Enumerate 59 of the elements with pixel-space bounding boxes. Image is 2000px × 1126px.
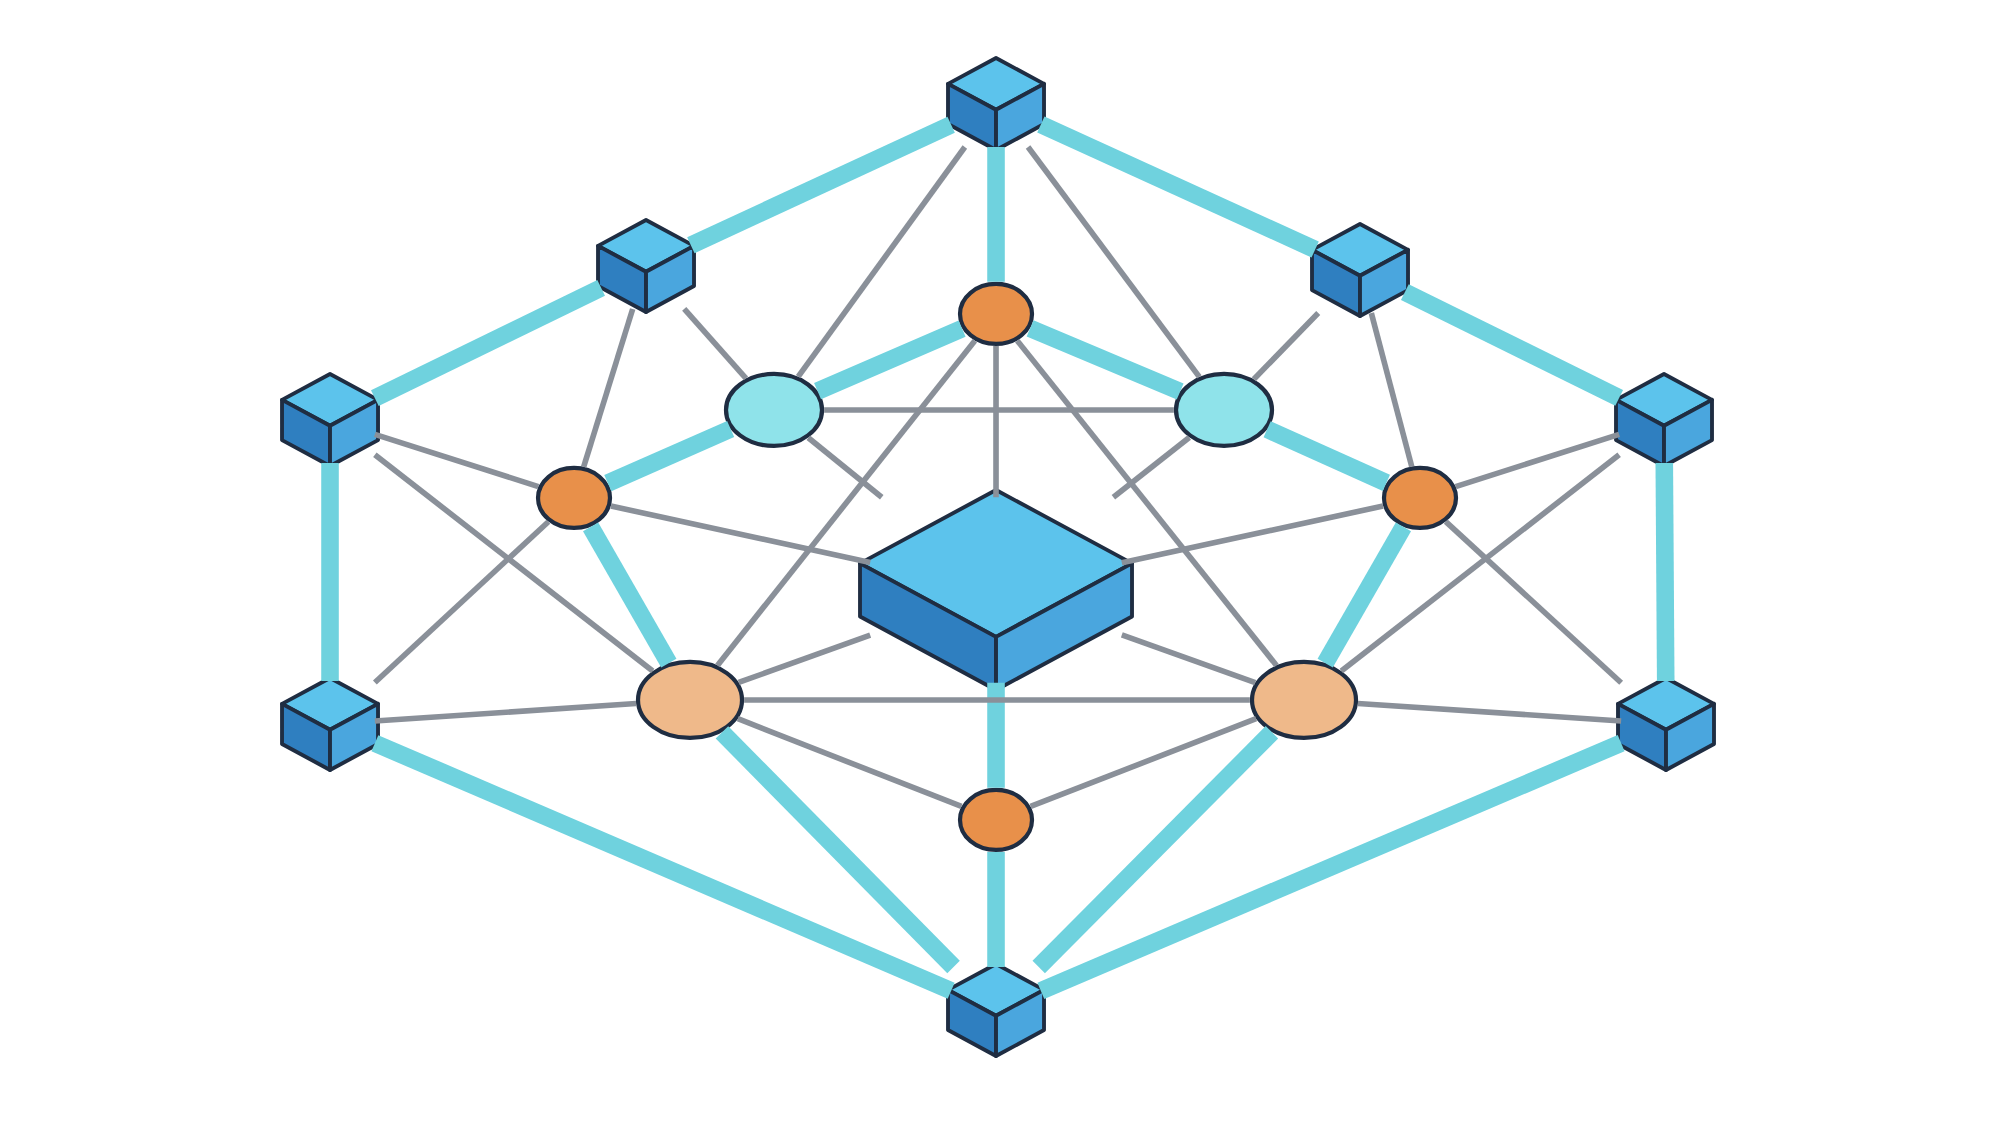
- line-connector: [1339, 452, 1621, 674]
- circle-node: [1173, 371, 1275, 449]
- line-connector: [1111, 435, 1191, 500]
- pipe-connector: [814, 320, 966, 400]
- line-connector: [610, 503, 871, 566]
- line-connector: [824, 407, 1174, 413]
- pipe-connector: [371, 735, 955, 999]
- cube-node: [946, 56, 1046, 152]
- circle-node: [635, 659, 745, 741]
- pipe-connector: [1026, 320, 1184, 400]
- line-connector: [1454, 431, 1620, 490]
- line-connector: [1025, 145, 1202, 379]
- line-connector: [373, 452, 655, 674]
- line-connector: [795, 145, 968, 379]
- pipe-connector: [1400, 284, 1624, 406]
- line-connector: [737, 632, 872, 686]
- circle-node: [957, 281, 1035, 347]
- cube-node: [1614, 372, 1714, 468]
- line-connector: [682, 307, 749, 381]
- line-connector: [1368, 312, 1415, 468]
- circle-node: [723, 371, 825, 449]
- cube-node: [858, 488, 1134, 692]
- line-connector: [374, 700, 637, 724]
- cube-node: [946, 962, 1046, 1058]
- line-connector: [1443, 519, 1624, 685]
- pipe-connector: [1263, 421, 1390, 491]
- line-connector: [993, 346, 999, 498]
- circle-node: [1249, 659, 1359, 741]
- line-connector: [1029, 716, 1258, 810]
- cube-node: [280, 676, 380, 772]
- cube-node: [1310, 222, 1410, 318]
- cube-node: [1616, 676, 1716, 772]
- pipe-connector: [604, 421, 735, 492]
- line-connector: [580, 308, 636, 468]
- pipe-connector: [583, 522, 677, 668]
- line-connector: [1120, 632, 1257, 686]
- line-connector: [374, 431, 540, 490]
- pipe-connector: [987, 147, 1005, 282]
- circle-node: [957, 787, 1035, 853]
- circle-node: [535, 465, 613, 531]
- line-connector: [1121, 503, 1384, 566]
- line-connector: [1357, 700, 1622, 724]
- pipe-connector: [987, 682, 1005, 788]
- pipe-connector: [987, 852, 1005, 967]
- pipe-connector: [715, 726, 960, 974]
- pipe-connector: [1037, 735, 1625, 999]
- pipe-connector: [1317, 522, 1412, 668]
- pipe-connector: [1032, 726, 1279, 974]
- circle-node: [1381, 465, 1459, 531]
- line-connector: [372, 519, 551, 685]
- cube-node: [280, 372, 380, 468]
- pipe-connector: [371, 279, 606, 407]
- line-connector: [806, 435, 884, 500]
- line-connector: [1015, 338, 1279, 668]
- line-connector: [736, 716, 963, 810]
- line-connector: [744, 697, 1250, 703]
- line-connector: [715, 338, 978, 668]
- line-connector: [1251, 311, 1321, 382]
- cube-node: [596, 218, 696, 314]
